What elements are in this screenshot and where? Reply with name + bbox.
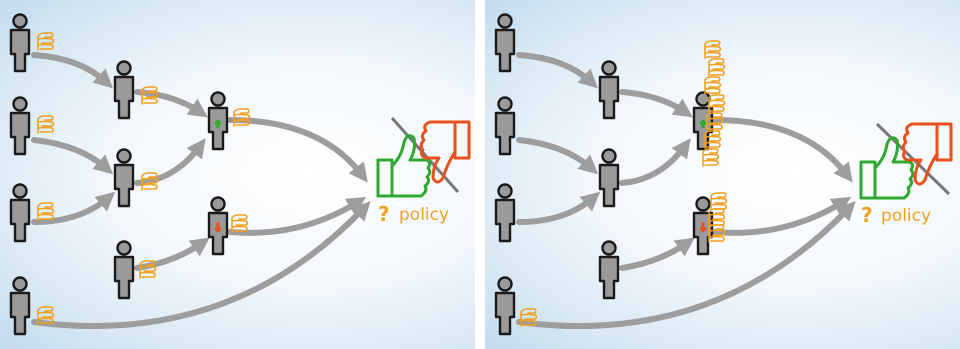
person-icon: [113, 240, 135, 300]
panel-left-diagram: ? policy: [9, 13, 471, 336]
person-icon: [598, 60, 620, 120]
divider-slash: [390, 117, 460, 193]
person-icon: [494, 183, 516, 243]
thumb-icon: [708, 58, 726, 77]
arrow-icon: [227, 117, 368, 183]
arrow-icon: [516, 137, 599, 175]
person-icon: [598, 240, 620, 300]
thumbs-up-icon: [376, 134, 432, 198]
person-icon: [9, 13, 31, 73]
thumb-icon: [704, 76, 722, 95]
thumb-icon: [704, 40, 722, 59]
people: [494, 13, 728, 336]
arrow-icon: [619, 138, 691, 186]
policy-label: policy: [399, 205, 449, 225]
arrow-icon: [134, 138, 206, 186]
arrows: [31, 52, 371, 330]
thumbs-up-icon: [215, 120, 221, 128]
thumbs-down-icon: [901, 122, 953, 186]
question-mark: ?: [378, 202, 390, 226]
person-icon: [494, 13, 516, 73]
verdict: ? policy: [859, 122, 953, 227]
arrows: [516, 52, 856, 330]
arrow-icon: [516, 201, 856, 330]
question-mark: ?: [861, 203, 873, 227]
thumbs-up-icon: [700, 120, 706, 128]
thumbs-up-icon: [859, 136, 915, 200]
arrow-icon: [227, 196, 367, 236]
thumb-icon: [37, 32, 55, 51]
thumbs-down-icon: [419, 120, 471, 184]
arrow-icon: [516, 52, 599, 89]
thumb-icon: [37, 115, 55, 134]
person-icon: [494, 96, 516, 156]
person-icon: [494, 276, 516, 336]
arrow-icon: [134, 89, 208, 118]
arrow-icon: [31, 137, 114, 175]
arrow-icon: [31, 191, 116, 225]
person-icon: [598, 148, 620, 208]
thumb-icon: [702, 148, 720, 167]
panel-right-diagram: ? policy: [494, 13, 953, 336]
panel-right: ? policy: [485, 0, 960, 349]
person-icon: [113, 60, 135, 120]
thumb-icon: [710, 192, 728, 211]
thumbs-down-icon: [215, 222, 221, 232]
person-icon: [9, 96, 31, 156]
panel-left: ? policy: [0, 0, 475, 349]
arrow-icon: [712, 196, 852, 236]
arrow-icon: [516, 191, 601, 225]
person-icon: [9, 276, 31, 336]
thumb-icon: [37, 202, 55, 221]
person-icon: [9, 183, 31, 243]
verdict: ? policy: [376, 117, 471, 226]
arrow-icon: [31, 201, 371, 330]
arrow-icon: [712, 117, 853, 183]
people: [9, 13, 251, 336]
policy-label: policy: [881, 206, 931, 226]
arrow-icon: [619, 89, 693, 118]
arrow-icon: [31, 52, 114, 89]
person-icon: [113, 148, 135, 208]
thumbs-down-icon: [700, 222, 706, 232]
arrow-icon: [619, 237, 695, 271]
